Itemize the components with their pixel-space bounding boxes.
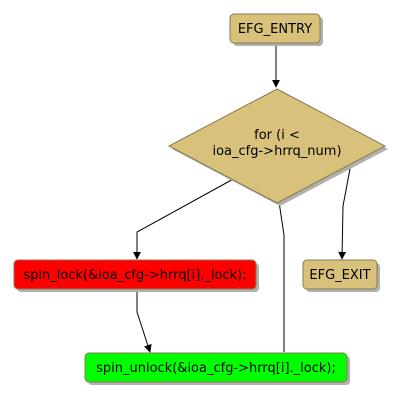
loop-condition-node: for (i < ioa_cfg->hrrq_num) — [167, 88, 388, 206]
exit-node: EFG_EXIT — [302, 259, 380, 292]
entry-node-label: EFG_ENTRY — [238, 22, 312, 37]
spin-unlock-node: spin_unlock(&ioa_cfg->hrrq[i]._lock); — [84, 352, 350, 385]
edge-unlock-to-loop — [275, 194, 285, 352]
loop-condition-label-line1: for (i < — [254, 128, 300, 143]
exit-node-box — [302, 259, 378, 290]
loop-condition-label-line2: ioa_cfg->hrrq_num) — [212, 144, 341, 159]
spin-lock-node-label: spin_lock(&ioa_cfg->hrrq[i]._lock); — [23, 268, 246, 283]
spin-unlock-node-label: spin_unlock(&ioa_cfg->hrrq[i]._lock); — [96, 361, 336, 376]
exit-node-label: EFG_EXIT — [309, 268, 370, 283]
edge-lock-to-unlock — [136, 289, 152, 353]
edge-loop-to-lock — [133, 176, 238, 260]
entry-node-box — [229, 13, 321, 44]
edges — [133, 46, 353, 353]
spin-lock-node-box — [13, 259, 257, 290]
spin-lock-node: spin_lock(&ioa_cfg->hrrq[i]._lock); — [13, 259, 259, 292]
edge-loop-to-exit — [338, 157, 353, 260]
loop-condition-diamond — [167, 88, 387, 204]
spin-unlock-node-box — [84, 352, 348, 383]
entry-node: EFG_ENTRY — [229, 13, 323, 46]
